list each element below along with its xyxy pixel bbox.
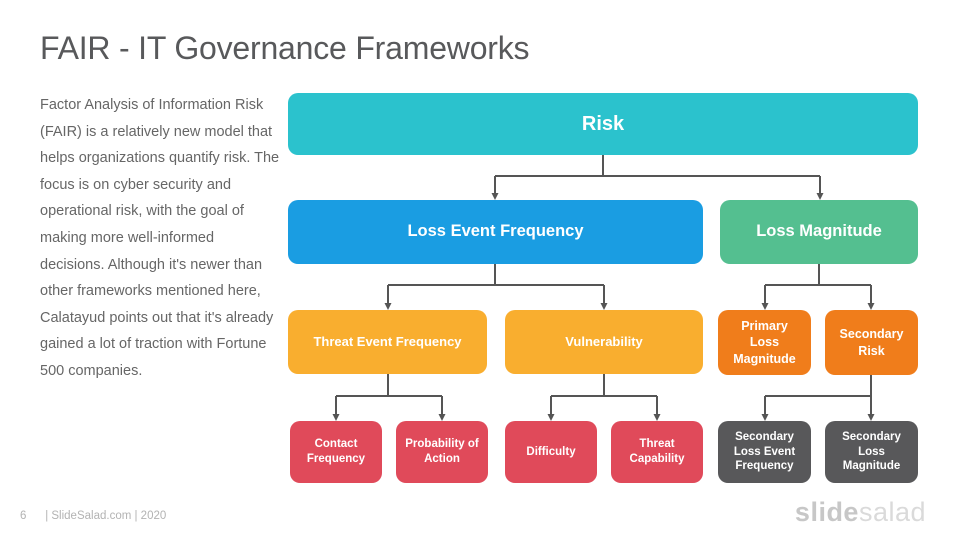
slidesalad-logo: slidesalad bbox=[795, 497, 926, 528]
node-risk: Risk bbox=[288, 93, 918, 155]
node-loss-event-frequency: Loss Event Frequency bbox=[288, 200, 703, 264]
node-vulnerability: Vulnerability bbox=[505, 310, 703, 374]
page-title: FAIR - IT Governance Frameworks bbox=[40, 30, 530, 66]
footer: 6 | SlideSalad.com | 2020 bbox=[20, 510, 166, 522]
intro-paragraph: Factor Analysis of Information Risk (FAI… bbox=[40, 97, 280, 379]
node-secondary-risk: Secondary Risk bbox=[825, 310, 918, 375]
footer-source: | SlideSalad.com | 2020 bbox=[45, 510, 167, 522]
node-threat-event-frequency: Threat Event Frequency bbox=[288, 310, 487, 374]
node-secondary-loss-event-frequency: Secondary Loss Event Frequency bbox=[718, 421, 811, 483]
node-secondary-loss-magnitude: Secondary Loss Magnitude bbox=[825, 421, 918, 483]
logo-text-salad: salad bbox=[858, 497, 926, 527]
node-contact-frequency: Contact Frequency bbox=[290, 421, 382, 483]
node-loss-magnitude: Loss Magnitude bbox=[720, 200, 918, 264]
node-primary-loss-magnitude: Primary Loss Magnitude bbox=[718, 310, 811, 375]
logo-text-slide: slide bbox=[794, 497, 859, 527]
node-difficulty: Difficulty bbox=[505, 421, 597, 483]
page-number: 6 bbox=[20, 510, 27, 522]
node-threat-capability: Threat Capability bbox=[611, 421, 703, 483]
node-probability-of-action: Probability of Action bbox=[396, 421, 488, 483]
